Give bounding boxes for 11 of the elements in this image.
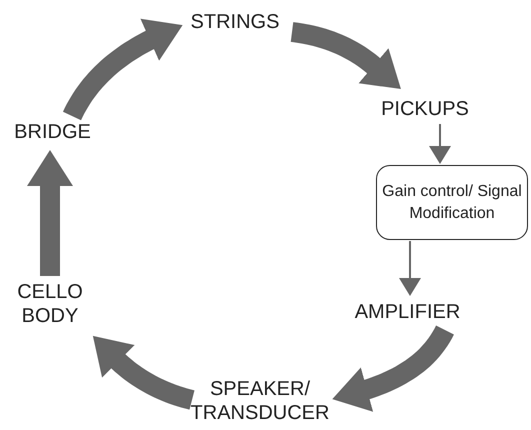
node-label: SPEAKER/ TRANSDUCER: [190, 376, 330, 426]
arrow: [62, 18, 183, 122]
arrow: [429, 124, 451, 164]
node-label: PICKUPS: [375, 95, 475, 123]
node-label: CELLO BODY: [5, 278, 95, 330]
arrow: [332, 324, 454, 412]
node-label: AMPLIFIER: [345, 298, 470, 326]
process-box: Gain control/ Signal Modification: [376, 165, 528, 240]
arrow: [399, 241, 421, 296]
node-label: BRIDGE: [5, 118, 100, 146]
node-label: STRINGS: [185, 8, 285, 36]
